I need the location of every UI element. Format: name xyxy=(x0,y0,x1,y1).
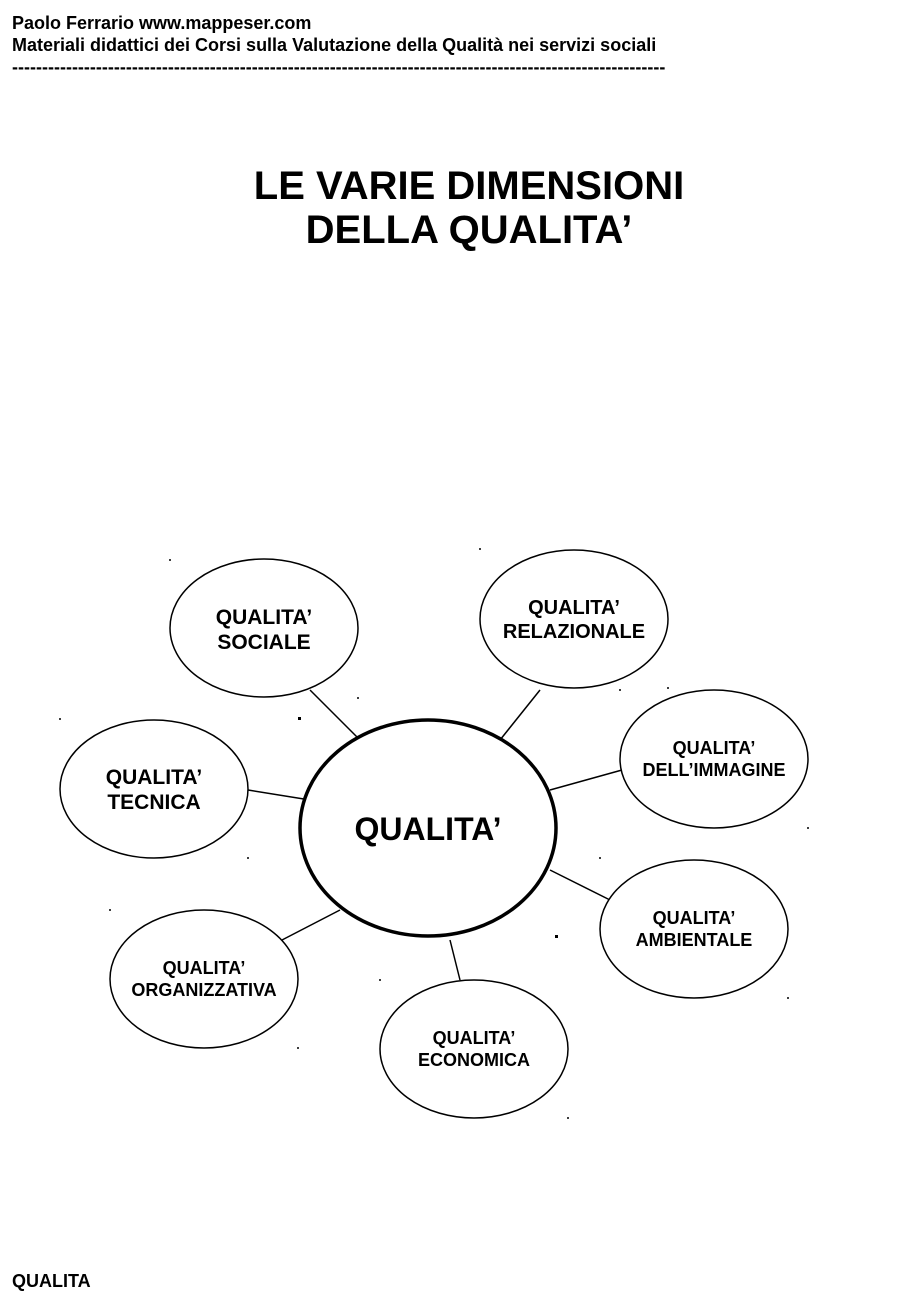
node-ellipse xyxy=(599,859,789,999)
title-line-2: DELLA QUALITA’ xyxy=(305,208,633,252)
node-label-line2: ORGANIZZATIVA xyxy=(131,980,276,1000)
node-immagine: QUALITA’ DELL’IMMAGINE xyxy=(619,689,809,829)
speck xyxy=(479,548,481,550)
connector-sociale xyxy=(309,689,361,741)
node-organizzativa: QUALITA’ ORGANIZZATIVA xyxy=(109,909,299,1049)
connector-immagine xyxy=(549,769,623,791)
center-ellipse xyxy=(298,718,558,938)
scan-specks xyxy=(59,548,809,1119)
center-node: QUALITA’ xyxy=(298,718,558,938)
node-label-line2: DELL’IMMAGINE xyxy=(643,760,786,780)
speck xyxy=(379,979,381,981)
node-label-line2: TECNICA xyxy=(107,791,200,814)
speck xyxy=(357,697,359,699)
node-label-line1: QUALITA’ xyxy=(673,738,756,758)
speck xyxy=(247,857,249,859)
node-label-line1: QUALITA’ xyxy=(163,958,246,978)
header-separator: ----------------------------------------… xyxy=(12,57,666,77)
speck xyxy=(787,997,789,999)
node-label-line2: RELAZIONALE xyxy=(503,621,645,643)
node-label-line1: QUALITA’ xyxy=(433,1028,516,1048)
node-relazionale: QUALITA’ RELAZIONALE xyxy=(479,549,669,689)
speck xyxy=(59,718,61,720)
speck xyxy=(807,827,809,829)
speck xyxy=(555,935,558,938)
node-economica: QUALITA’ ECONOMICA xyxy=(379,979,569,1119)
node-tecnica: QUALITA’ TECNICA xyxy=(59,719,249,859)
speck xyxy=(567,1117,569,1119)
node-label-line2: SOCIALE xyxy=(217,631,310,654)
node-sociale: QUALITA’ SOCIALE xyxy=(169,558,359,698)
node-label-line2: AMBIENTALE xyxy=(636,930,753,950)
connector-ambientale xyxy=(549,869,611,901)
center-label: QUALITA’ xyxy=(355,811,502,847)
speck xyxy=(297,1047,299,1049)
node-ambientale: QUALITA’ AMBIENTALE xyxy=(599,859,789,999)
node-label-line1: QUALITA’ xyxy=(528,597,620,619)
speck xyxy=(109,909,111,911)
header-course-line: Materiali didattici dei Corsi sulla Valu… xyxy=(12,35,657,55)
speck xyxy=(619,689,621,691)
page-header: Paolo Ferrario www.mappeser.com Material… xyxy=(12,12,665,78)
connector-tecnica xyxy=(247,789,311,801)
speck xyxy=(667,687,669,689)
node-label-line1: QUALITA’ xyxy=(216,606,312,629)
connector-lines xyxy=(247,689,623,981)
node-ellipse xyxy=(379,979,569,1119)
node-ellipse xyxy=(59,719,249,859)
header-author-line: Paolo Ferrario www.mappeser.com xyxy=(12,13,312,33)
node-label-line1: QUALITA’ xyxy=(653,908,736,928)
node-label-line1: QUALITA’ xyxy=(106,766,202,789)
connector-economica xyxy=(449,939,461,981)
speck xyxy=(169,559,171,561)
node-ellipse xyxy=(109,909,299,1049)
title-line-1: LE VARIE DIMENSIONI xyxy=(253,164,685,208)
speck xyxy=(298,717,301,720)
connector-relazionale xyxy=(499,689,541,741)
speck xyxy=(599,857,601,859)
node-label-line2: ECONOMICA xyxy=(418,1050,530,1070)
page-title: LE VARIE DIMENSIONI DELLA QUALITA’ xyxy=(0,164,900,252)
node-ellipse xyxy=(619,689,809,829)
node-ellipse xyxy=(169,558,359,698)
node-ellipse xyxy=(479,549,669,689)
connector-organizzativa xyxy=(281,909,341,941)
footer-label: QUALITA xyxy=(12,1271,91,1291)
